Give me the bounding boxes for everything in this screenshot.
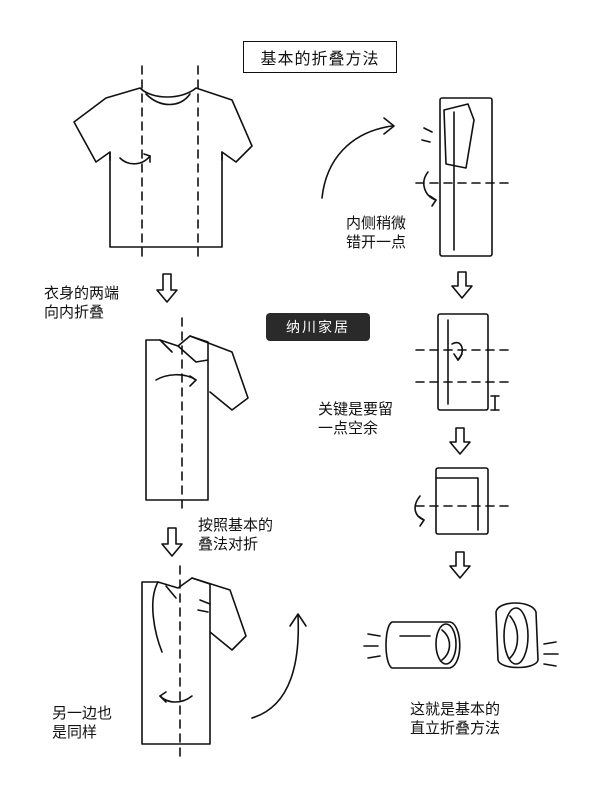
motion-marks: [363, 633, 381, 659]
step-label-line: 错开一点: [346, 233, 407, 251]
curved-up-arrow-icon: [251, 615, 300, 719]
motion-marks: [543, 641, 559, 667]
page-title-text: 基本的折叠方法: [260, 49, 380, 68]
step-label-sides-fold: 衣身的两端 向内折叠: [44, 284, 119, 322]
gap-marker: [490, 395, 500, 411]
down-arrow-icon: [449, 427, 471, 455]
folded-block-illustration: [437, 313, 489, 411]
tshirt-flat-illustration: [73, 87, 253, 248]
final-rolled-shirt-upright: [495, 602, 539, 669]
step-label-line: 这就是基本的: [410, 700, 501, 718]
down-arrow-icon: [451, 271, 473, 299]
step-label-line: 内侧稍微: [346, 214, 407, 232]
step-label-line: 叠法对折: [198, 535, 259, 553]
step-label-final: 这就是基本的 直立折叠方法: [410, 700, 500, 738]
tshirt-folded-half-illustration: [141, 577, 247, 745]
motion-marks: [421, 127, 433, 143]
small-folded-block-illustration: [435, 467, 489, 535]
step-label-line: 直立折叠方法: [410, 719, 501, 737]
step-label-line: 关键是要留: [318, 400, 394, 418]
step-label-half-fold: 按照基本的 叠法对折: [198, 516, 273, 554]
step-label-offset-inner: 内侧稍微 错开一点: [346, 214, 406, 252]
step-label-line: 向内折叠: [44, 303, 105, 321]
step-label-line: 按照基本的: [198, 516, 274, 534]
motion-marks: [197, 599, 211, 613]
rotate-arrow-icon: [119, 155, 151, 165]
fold-guide-lines-1: [141, 65, 199, 263]
brand-badge: 纳川家居: [266, 313, 370, 341]
page-title: 基本的折叠方法: [243, 41, 397, 73]
curved-arrow-icon: [321, 125, 393, 199]
brand-text: 纳川家居: [286, 320, 350, 336]
step-label-other-side: 另一边也 是同样: [52, 704, 112, 742]
step-label-line: 另一边也: [52, 704, 113, 722]
down-arrow-icon: [161, 527, 183, 557]
tshirt-sides-folded-illustration: [145, 335, 249, 501]
step-label-line: 一点空余: [318, 419, 379, 437]
fold-guide-line-5: [415, 349, 513, 383]
down-arrow-icon: [449, 551, 471, 579]
folded-strip-illustration: [439, 97, 493, 257]
step-label-line: 是同样: [52, 723, 98, 741]
step-label-line: 衣身的两端: [44, 284, 120, 302]
down-arrow-icon: [156, 273, 178, 303]
final-rolled-shirt-horizontal: [385, 621, 461, 669]
step-label-leave-space: 关键是要留 一点空余: [318, 400, 393, 438]
